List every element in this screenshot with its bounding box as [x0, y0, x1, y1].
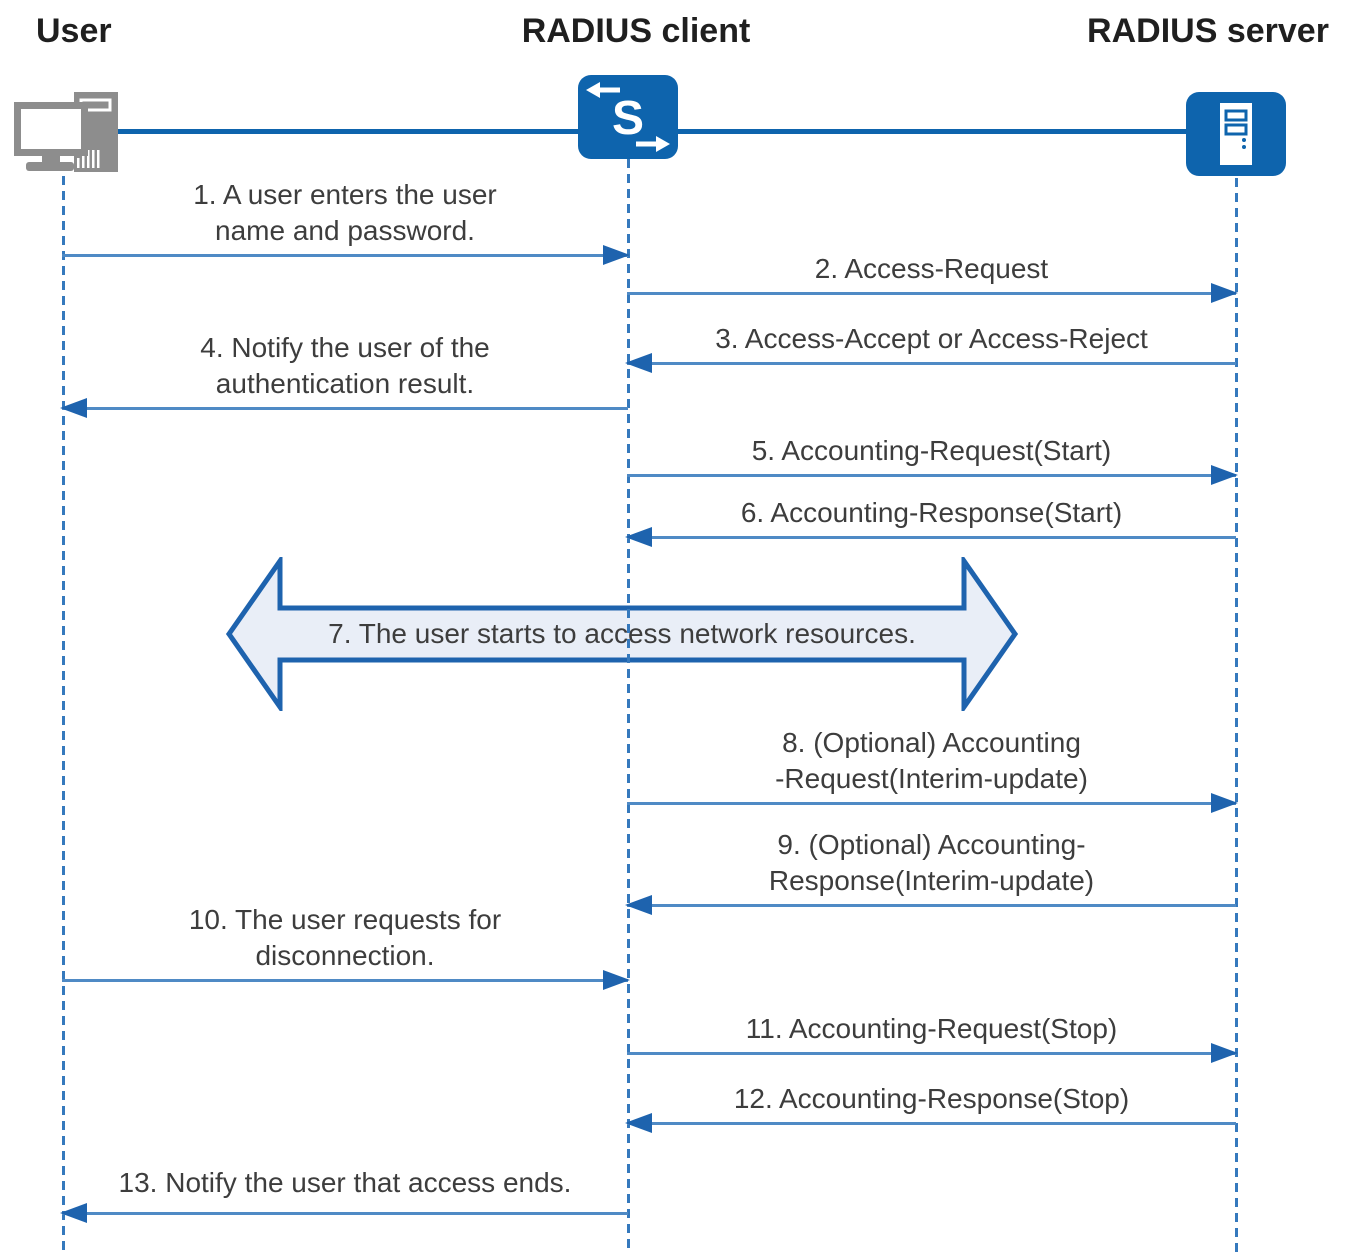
- message-label: 7. The user starts to access network res…: [328, 618, 916, 649]
- arrowhead-right-icon: [603, 245, 630, 265]
- message-label: 6. Accounting-Response(Start): [740, 497, 1123, 528]
- arrowhead-left-icon: [60, 398, 87, 418]
- arrowhead-left-icon: [625, 527, 652, 547]
- arrowhead-right-icon: [1211, 465, 1238, 485]
- switch-letter: S: [612, 92, 644, 145]
- message-arrow-line: [62, 978, 628, 982]
- message-arrow-line: [627, 535, 1236, 539]
- message-arrow-line: [627, 291, 1236, 295]
- message-7-access-network-resources: 7. The user starts to access network res…: [226, 557, 1018, 711]
- message-arrow-line: [62, 406, 628, 410]
- message-label: 8. (Optional) Accounting -Request(Interi…: [775, 727, 1088, 794]
- user-lifeline: [62, 176, 65, 1252]
- wide-double-arrow: [226, 557, 1018, 711]
- message-label: 5. Accounting-Request(Start): [751, 435, 1112, 466]
- message-label: 13. Notify the user that access ends.: [118, 1167, 572, 1198]
- message-label: 4. Notify the user of the authentication…: [200, 332, 490, 399]
- message-label: 1. A user enters the user name and passw…: [193, 179, 497, 246]
- message-arrow-line: [627, 1121, 1236, 1125]
- radius-server-lifeline: [1235, 178, 1238, 1252]
- message-label: 9. (Optional) Accounting- Response(Inter…: [768, 829, 1095, 896]
- server-icon: [1186, 92, 1286, 176]
- switch-icon: S: [578, 75, 678, 159]
- arrowhead-left-icon: [625, 895, 652, 915]
- arrowhead-right-icon: [1211, 793, 1238, 813]
- actor-label-user: User: [36, 12, 112, 50]
- arrowhead-left-icon: [60, 1203, 87, 1223]
- message-arrow-line: [627, 361, 1236, 365]
- message-arrow-line: [627, 903, 1236, 907]
- message-arrow-line: [62, 1211, 628, 1215]
- actor-label-radius-client: RADIUS client: [521, 12, 751, 50]
- message-arrow-line: [627, 473, 1236, 477]
- message-arrow-line: [627, 801, 1236, 805]
- arrowhead-left-icon: [625, 353, 652, 373]
- radius-client-lifeline: [627, 159, 630, 1252]
- arrowhead-right-icon: [1211, 1043, 1238, 1063]
- message-label: 3. Access-Accept or Access-Reject: [715, 323, 1148, 354]
- desktop-computer-icon: [14, 92, 118, 172]
- message-label: 12. Accounting-Response(Stop): [733, 1083, 1130, 1114]
- actor-label-radius-server: RADIUS server: [1087, 12, 1329, 50]
- message-label: 2. Access-Request: [814, 253, 1049, 284]
- arrowhead-right-icon: [1211, 283, 1238, 303]
- message-label: 11. Accounting-Request(Stop): [745, 1013, 1118, 1044]
- arrowhead-right-icon: [603, 970, 630, 990]
- message-label: 10. The user requests for disconnection.: [188, 904, 502, 971]
- message-arrow-line: [627, 1051, 1236, 1055]
- message-arrow-line: [62, 253, 628, 257]
- arrowhead-left-icon: [625, 1113, 652, 1133]
